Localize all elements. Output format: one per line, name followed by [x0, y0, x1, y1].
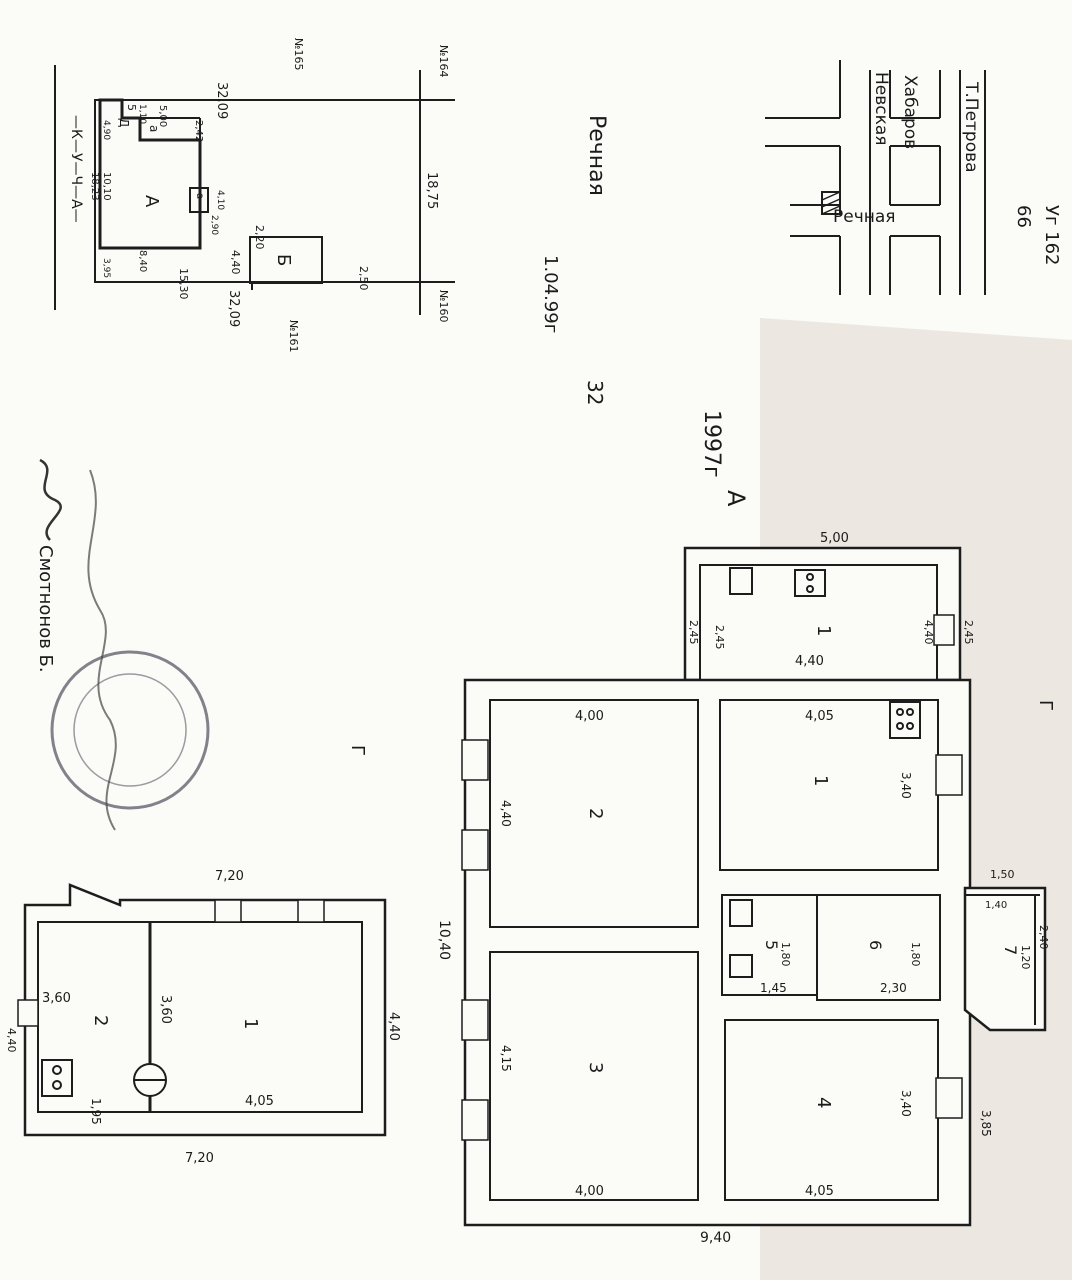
site-dim-w2: 2,42 [193, 120, 204, 142]
house-plan: 1 2 3 4 5 6 7 1 4,05 3,40 4,00 4,40 4,00… [436, 531, 1050, 1246]
outbuilding-dim-right: 4,40 [386, 1012, 401, 1041]
house-dim-side-a: 2,45 [687, 620, 700, 645]
house-dim-total-width: 10,40 [436, 920, 452, 960]
street-label-nevskaya: Невская [871, 72, 891, 146]
site-dim-w6: 3,95 [101, 258, 111, 278]
neighbor-bottom-mid: №161 [287, 320, 300, 352]
outbuilding-plan: 1 2 7,20 7,20 4,40 4,40 3,60 4,05 3,60 1… [5, 869, 401, 1166]
house-dim-room3-h: 4,15 [499, 1045, 513, 1072]
letter-g-top: Г [1035, 700, 1056, 711]
street-label-khabarov: Хабаров [900, 75, 920, 149]
site-dim-top: 32,09 [214, 82, 229, 119]
street-main-label: Речная [584, 115, 609, 196]
site-dim-w5: 2,90 [209, 215, 219, 235]
house-dim-right: 3,85 [979, 1110, 993, 1137]
house-room-4: 4 [813, 1097, 834, 1108]
site-dim-b-width: 2,20 [253, 225, 266, 250]
house-dim-room6-h: 1,80 [909, 942, 922, 967]
house-number: 66 [1013, 205, 1034, 228]
neighbor-top-left: №165 [292, 38, 305, 70]
house-room-2: 2 [585, 808, 606, 819]
stamp-and-signature: Смотнонов Б. [35, 458, 210, 831]
house-dim-porch-w: 1,50 [990, 868, 1015, 881]
outbuilding-dim-bottom: 7,20 [185, 1151, 214, 1166]
site-dim-w4: 8,40 [137, 250, 148, 272]
house-dim-room6-w: 2,30 [880, 981, 907, 995]
outbuilding-room-1: 1 [240, 1018, 261, 1029]
location-map: Т.Петрова Хабаров Невская Речная [765, 60, 986, 295]
house-dim-annex-w: 4,40 [795, 654, 824, 669]
street-label-petrova: Т.Петрова [961, 81, 981, 173]
house-dim-room2-h: 4,40 [499, 800, 513, 827]
site-dim-w7: 1,10 [137, 104, 147, 124]
site-dim-yard: 15,30 [177, 268, 190, 300]
site-a1-label: а [147, 125, 161, 132]
house-room-6: 6 [866, 940, 885, 950]
street-label-rechnaya: Речная [833, 207, 896, 227]
outbuilding-dim-top: 7,20 [215, 869, 244, 884]
house-dim-room4-w: 4,05 [805, 1184, 834, 1199]
site-dim-w3: 4,90 [101, 120, 111, 140]
house-dim-room5-w: 1,45 [760, 981, 787, 995]
outbuilding-dim-left: 4,40 [5, 1028, 18, 1053]
outbuilding-dim-r1: 3,60 [158, 995, 173, 1024]
site-dim-w8: 4,10 [215, 190, 225, 210]
house-dim-annex-top: 5,00 [820, 531, 849, 546]
site-shed-label: Б [273, 254, 294, 266]
outbuilding-dim-r2w: 3,60 [42, 991, 71, 1006]
house-room-1: 1 [810, 775, 831, 786]
house-dim-room4-h: 3,40 [899, 1090, 913, 1117]
signature-prefix: —К—У—Ч—А— [68, 115, 84, 223]
house-dim-total-depth: 9,40 [700, 1230, 731, 1246]
site-dim-bottom: 32,09 [226, 290, 241, 327]
porch-outline [963, 886, 1047, 1032]
house-dim-porch-h: 1,40 [985, 900, 1007, 911]
house-dim-room3-w: 4,00 [575, 1184, 604, 1199]
site-d-label: Д [117, 118, 131, 127]
site-dim-right: 18,75 [424, 172, 439, 209]
letter-g: Г [347, 745, 368, 756]
house-dim-side-c: 2,45 [962, 620, 975, 645]
house-dim-room5-h: 1,80 [779, 942, 792, 967]
house-dim-room1-h: 3,40 [899, 772, 913, 799]
house-room-7: 7 [1001, 945, 1020, 955]
site-main-label: А [141, 195, 162, 208]
outbuilding-dim-r2: 4,05 [245, 1094, 274, 1109]
site-dim-gap: 2,50 [357, 266, 370, 291]
outbuilding-room-2: 2 [90, 1015, 111, 1026]
window [461, 739, 489, 781]
house-dim-side-b: 2,45 [713, 625, 726, 650]
site-plan: А Б а Д 5 а 32,09 32,09 18,75 10,10 18,2… [54, 38, 455, 352]
house-dim-annex-h: 4,40 [922, 620, 935, 645]
signature-initials [39, 458, 62, 541]
site-dim-w1: 5,00 [157, 105, 168, 127]
site-s-label: 5 [125, 104, 138, 111]
plan-year: 1997г [699, 410, 724, 478]
neighbor-top-right: №164 [437, 45, 450, 77]
site-dim-left-a: 10,10 [101, 172, 112, 201]
registry-number: Уг 162 [1041, 205, 1062, 266]
house-dim-room7-w: 1,20 [1019, 945, 1032, 970]
house-room-annex-1: 1 [813, 625, 834, 636]
house-room-3: 3 [585, 1062, 606, 1073]
signature-stroke [87, 469, 117, 831]
outbuilding-dim-r2h: 1,95 [89, 1098, 103, 1125]
signature-name: Смотнонов Б. [35, 545, 56, 673]
house-dim-room1-w: 4,05 [805, 709, 834, 724]
document-date: 1.04.99г [540, 255, 561, 333]
site-a2-label: а [194, 193, 205, 199]
site-dim-b-height: 4,40 [229, 250, 242, 275]
neighbor-bottom-right: №160 [437, 290, 450, 322]
site-dim-left-b: 18,23 [89, 172, 100, 201]
lot-number: 32 [583, 380, 607, 405]
house-dim-room7-h: 2,40 [1037, 925, 1050, 950]
annex-letter: А [722, 490, 750, 507]
house-room-5: 5 [762, 940, 781, 950]
stamp-seal [50, 650, 210, 810]
house-dim-room2-w: 4,00 [575, 709, 604, 724]
